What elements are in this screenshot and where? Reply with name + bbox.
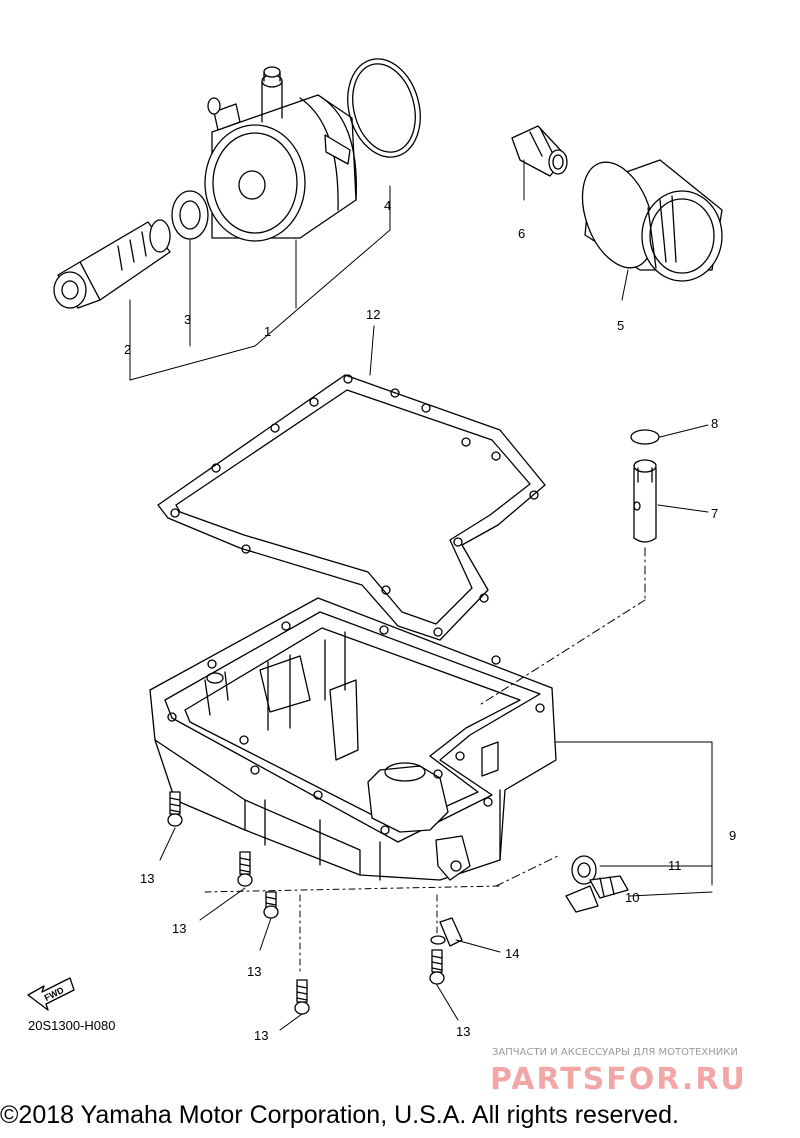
o-ring-part-8	[630, 429, 660, 445]
clamp-part-14	[430, 917, 463, 947]
fwd-arrow-icon	[27, 977, 75, 1011]
gasket-part-12	[157, 374, 546, 641]
oil-filter-part-5	[581, 159, 723, 282]
callout-11: 11	[668, 858, 682, 873]
watermark-tagline: ЗАПЧАСТИ И АКСЕССУАРЫ ДЛЯ МОТОТЕХНИКИ	[492, 1047, 738, 1058]
callout-13a: 13	[140, 871, 154, 886]
pipe-part-7	[633, 459, 657, 543]
bolts-part-13	[167, 791, 445, 1015]
oil-pan-part-9	[149, 597, 557, 881]
watermark-logo: PARTSFOR.RU	[490, 1062, 747, 1097]
callout-7: 7	[711, 506, 718, 521]
callout-13b: 13	[172, 921, 186, 936]
leader-lines	[129, 159, 713, 1031]
oil-cooler-part-1	[204, 66, 357, 242]
callout-10: 10	[625, 890, 639, 905]
callout-4: 4	[384, 198, 391, 213]
callout-1: 1	[264, 324, 271, 339]
fitting-part-6	[511, 125, 568, 177]
parts-diagram: 1 2 3 4 5 6 7 8 9 10 11 12 13 13 13 13 1…	[27, 58, 747, 1097]
callout-9: 9	[729, 828, 736, 843]
washer-part-11	[571, 855, 597, 885]
callout-13c: 13	[247, 964, 261, 979]
callout-2: 2	[124, 342, 131, 357]
drawing-code: 20S1300-H080	[28, 1018, 115, 1033]
callout-12: 12	[366, 307, 380, 322]
part-callouts: 1 2 3 4 5 6 7 8 9 10 11 12 13 13 13 13 1…	[124, 198, 736, 1043]
o-ring-part-4	[347, 58, 421, 158]
union-bolt-part-2	[53, 219, 171, 309]
callout-14: 14	[505, 946, 519, 961]
copyright-notice: ©2018 Yamaha Motor Corporation, U.S.A. A…	[0, 1101, 679, 1129]
callout-6: 6	[518, 226, 525, 241]
callout-13e: 13	[456, 1024, 470, 1039]
watermark: ЗАПЧАСТИ И АКСЕССУАРЫ ДЛЯ МОТОТЕХНИКИ PA…	[490, 1047, 747, 1097]
callout-8: 8	[711, 416, 718, 431]
washer-part-3	[171, 190, 209, 240]
drain-bolt-part-10	[565, 875, 629, 913]
callout-3: 3	[184, 312, 191, 327]
callout-13d: 13	[254, 1028, 268, 1043]
callout-5: 5	[617, 318, 624, 333]
